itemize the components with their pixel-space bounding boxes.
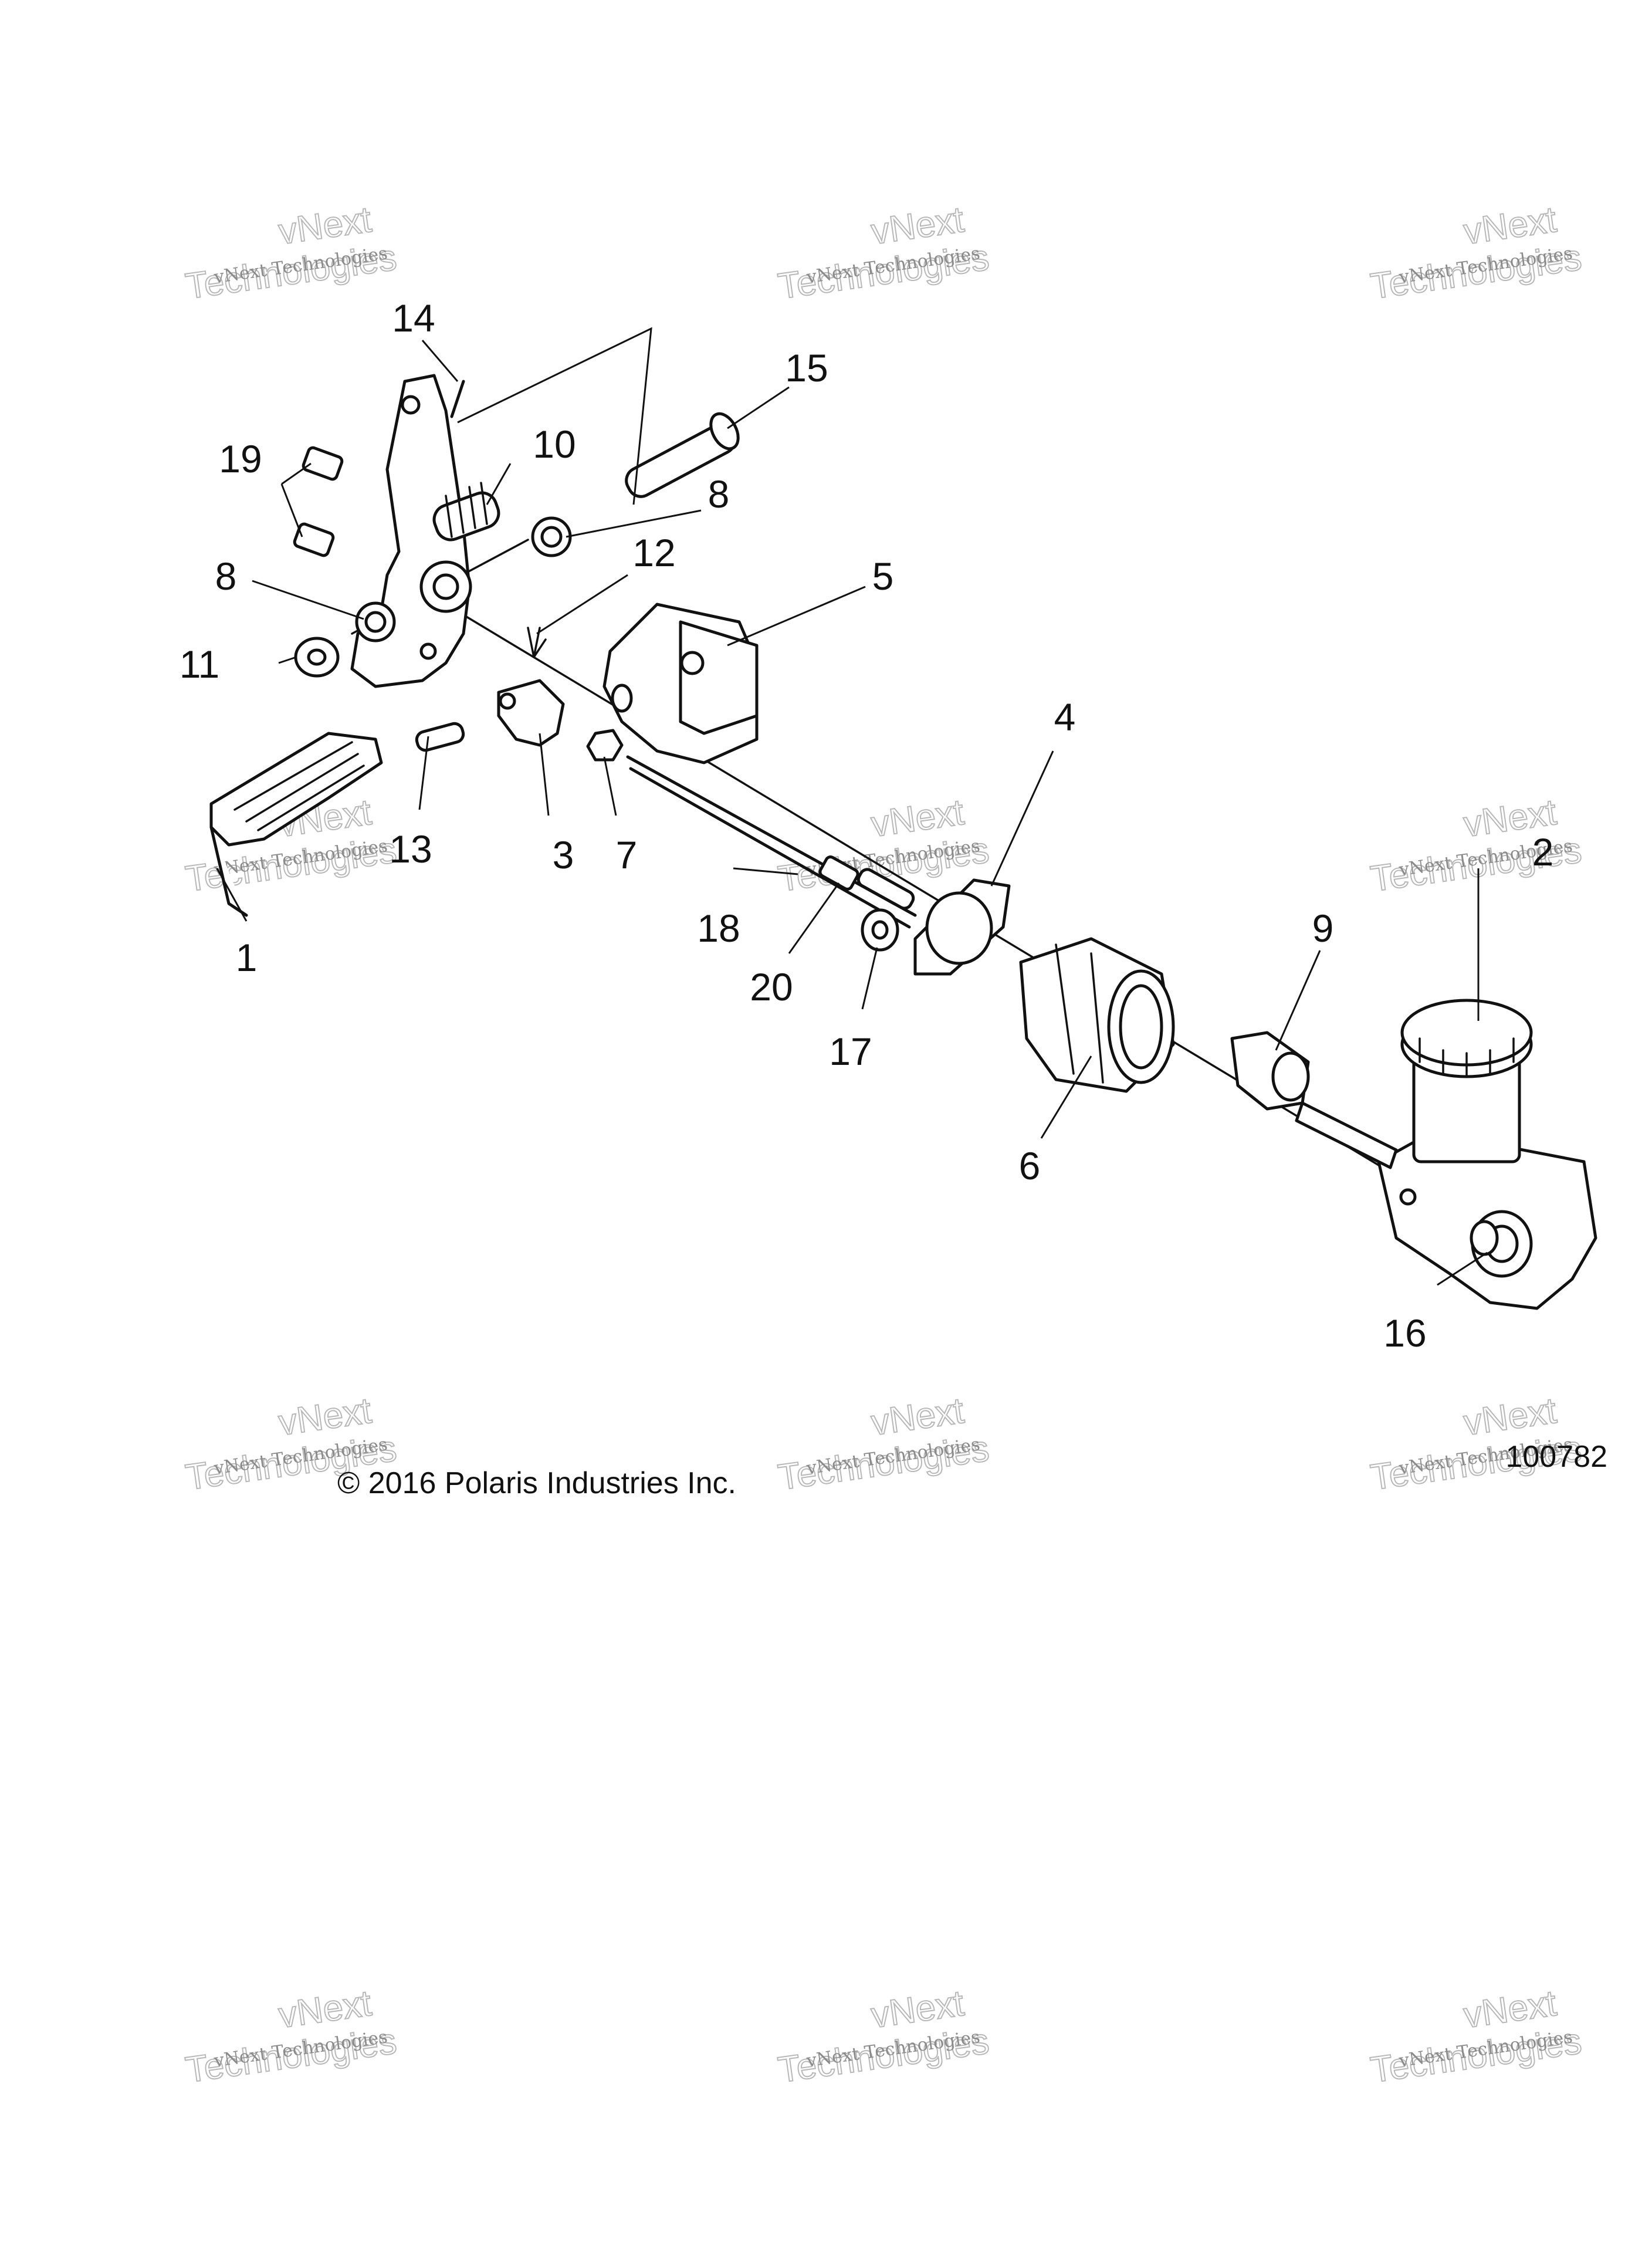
leader-lines (216, 327, 1488, 1286)
washer-part-11 (294, 637, 340, 678)
callout-20: 20 (750, 965, 793, 1009)
rod-end-part-20 (857, 868, 915, 910)
callout-labels: 1 2 3 4 5 6 7 8 8 9 10 11 12 13 14 15 16… (180, 296, 1554, 1355)
callout-3: 3 (553, 833, 574, 877)
push-rod-part-18 (626, 755, 917, 929)
callout-18: 18 (697, 906, 740, 950)
clip-part-12 (527, 627, 547, 658)
callout-11: 11 (180, 642, 220, 686)
piston-part-9 (1230, 1031, 1310, 1111)
pin-part-13 (415, 722, 465, 752)
pin-part-16 (1470, 1220, 1499, 1256)
gasket-part-4 (913, 878, 1011, 976)
callout-16: 16 (1383, 1311, 1426, 1355)
return-spring-part-10 (432, 482, 500, 542)
watermark: Technologies vNext vNext Technologies (1367, 199, 1585, 307)
callout-5: 5 (872, 554, 894, 598)
figure-number: 100782 (1505, 1440, 1607, 1474)
callout-15: 15 (785, 346, 828, 390)
callout-4: 4 (1054, 695, 1076, 739)
watermark: Technologies vNext vNext Technologies (775, 1390, 992, 1498)
callout-8a: 8 (708, 472, 730, 516)
pivot-pin-part-15 (625, 412, 740, 498)
callout-6: 6 (1019, 1144, 1041, 1188)
nut-part-7 (586, 729, 624, 762)
callout-2: 2 (1532, 830, 1554, 874)
callout-10: 10 (533, 422, 576, 466)
bolts-part-19 (293, 446, 344, 557)
callout-9: 9 (1312, 906, 1334, 950)
callout-14: 14 (392, 296, 435, 340)
copyright-text: © 2016 Polaris Industries Inc. (337, 1466, 736, 1500)
callout-13: 13 (389, 827, 432, 871)
clevis-part-3 (497, 679, 565, 747)
nut-part-17 (861, 908, 899, 952)
bushing-part-8 (355, 516, 572, 642)
mounting-bracket-part-5 (602, 603, 759, 764)
watermark: Technologies vNext vNext Technologies (775, 199, 992, 307)
watermark: Technologies vNext vNext Technologies (182, 1983, 400, 2091)
callout-8b: 8 (215, 554, 237, 598)
watermark: Technologies vNext vNext Technologies (182, 199, 400, 307)
cotter-pin-part-14 (450, 380, 465, 418)
callout-19: 19 (219, 437, 262, 481)
callout-1: 1 (236, 936, 258, 979)
watermark: Technologies vNext vNext Technologies (1367, 1983, 1585, 2091)
watermark: Technologies vNext vNext Technologies (775, 1983, 992, 2091)
pedal-arm-part-1 (209, 374, 472, 917)
callout-7: 7 (616, 833, 638, 877)
boot-part-6 (1019, 937, 1175, 1093)
master-cylinder-part-2 (1295, 999, 1597, 1310)
callout-17: 17 (829, 1030, 872, 1073)
callout-12: 12 (632, 531, 675, 574)
